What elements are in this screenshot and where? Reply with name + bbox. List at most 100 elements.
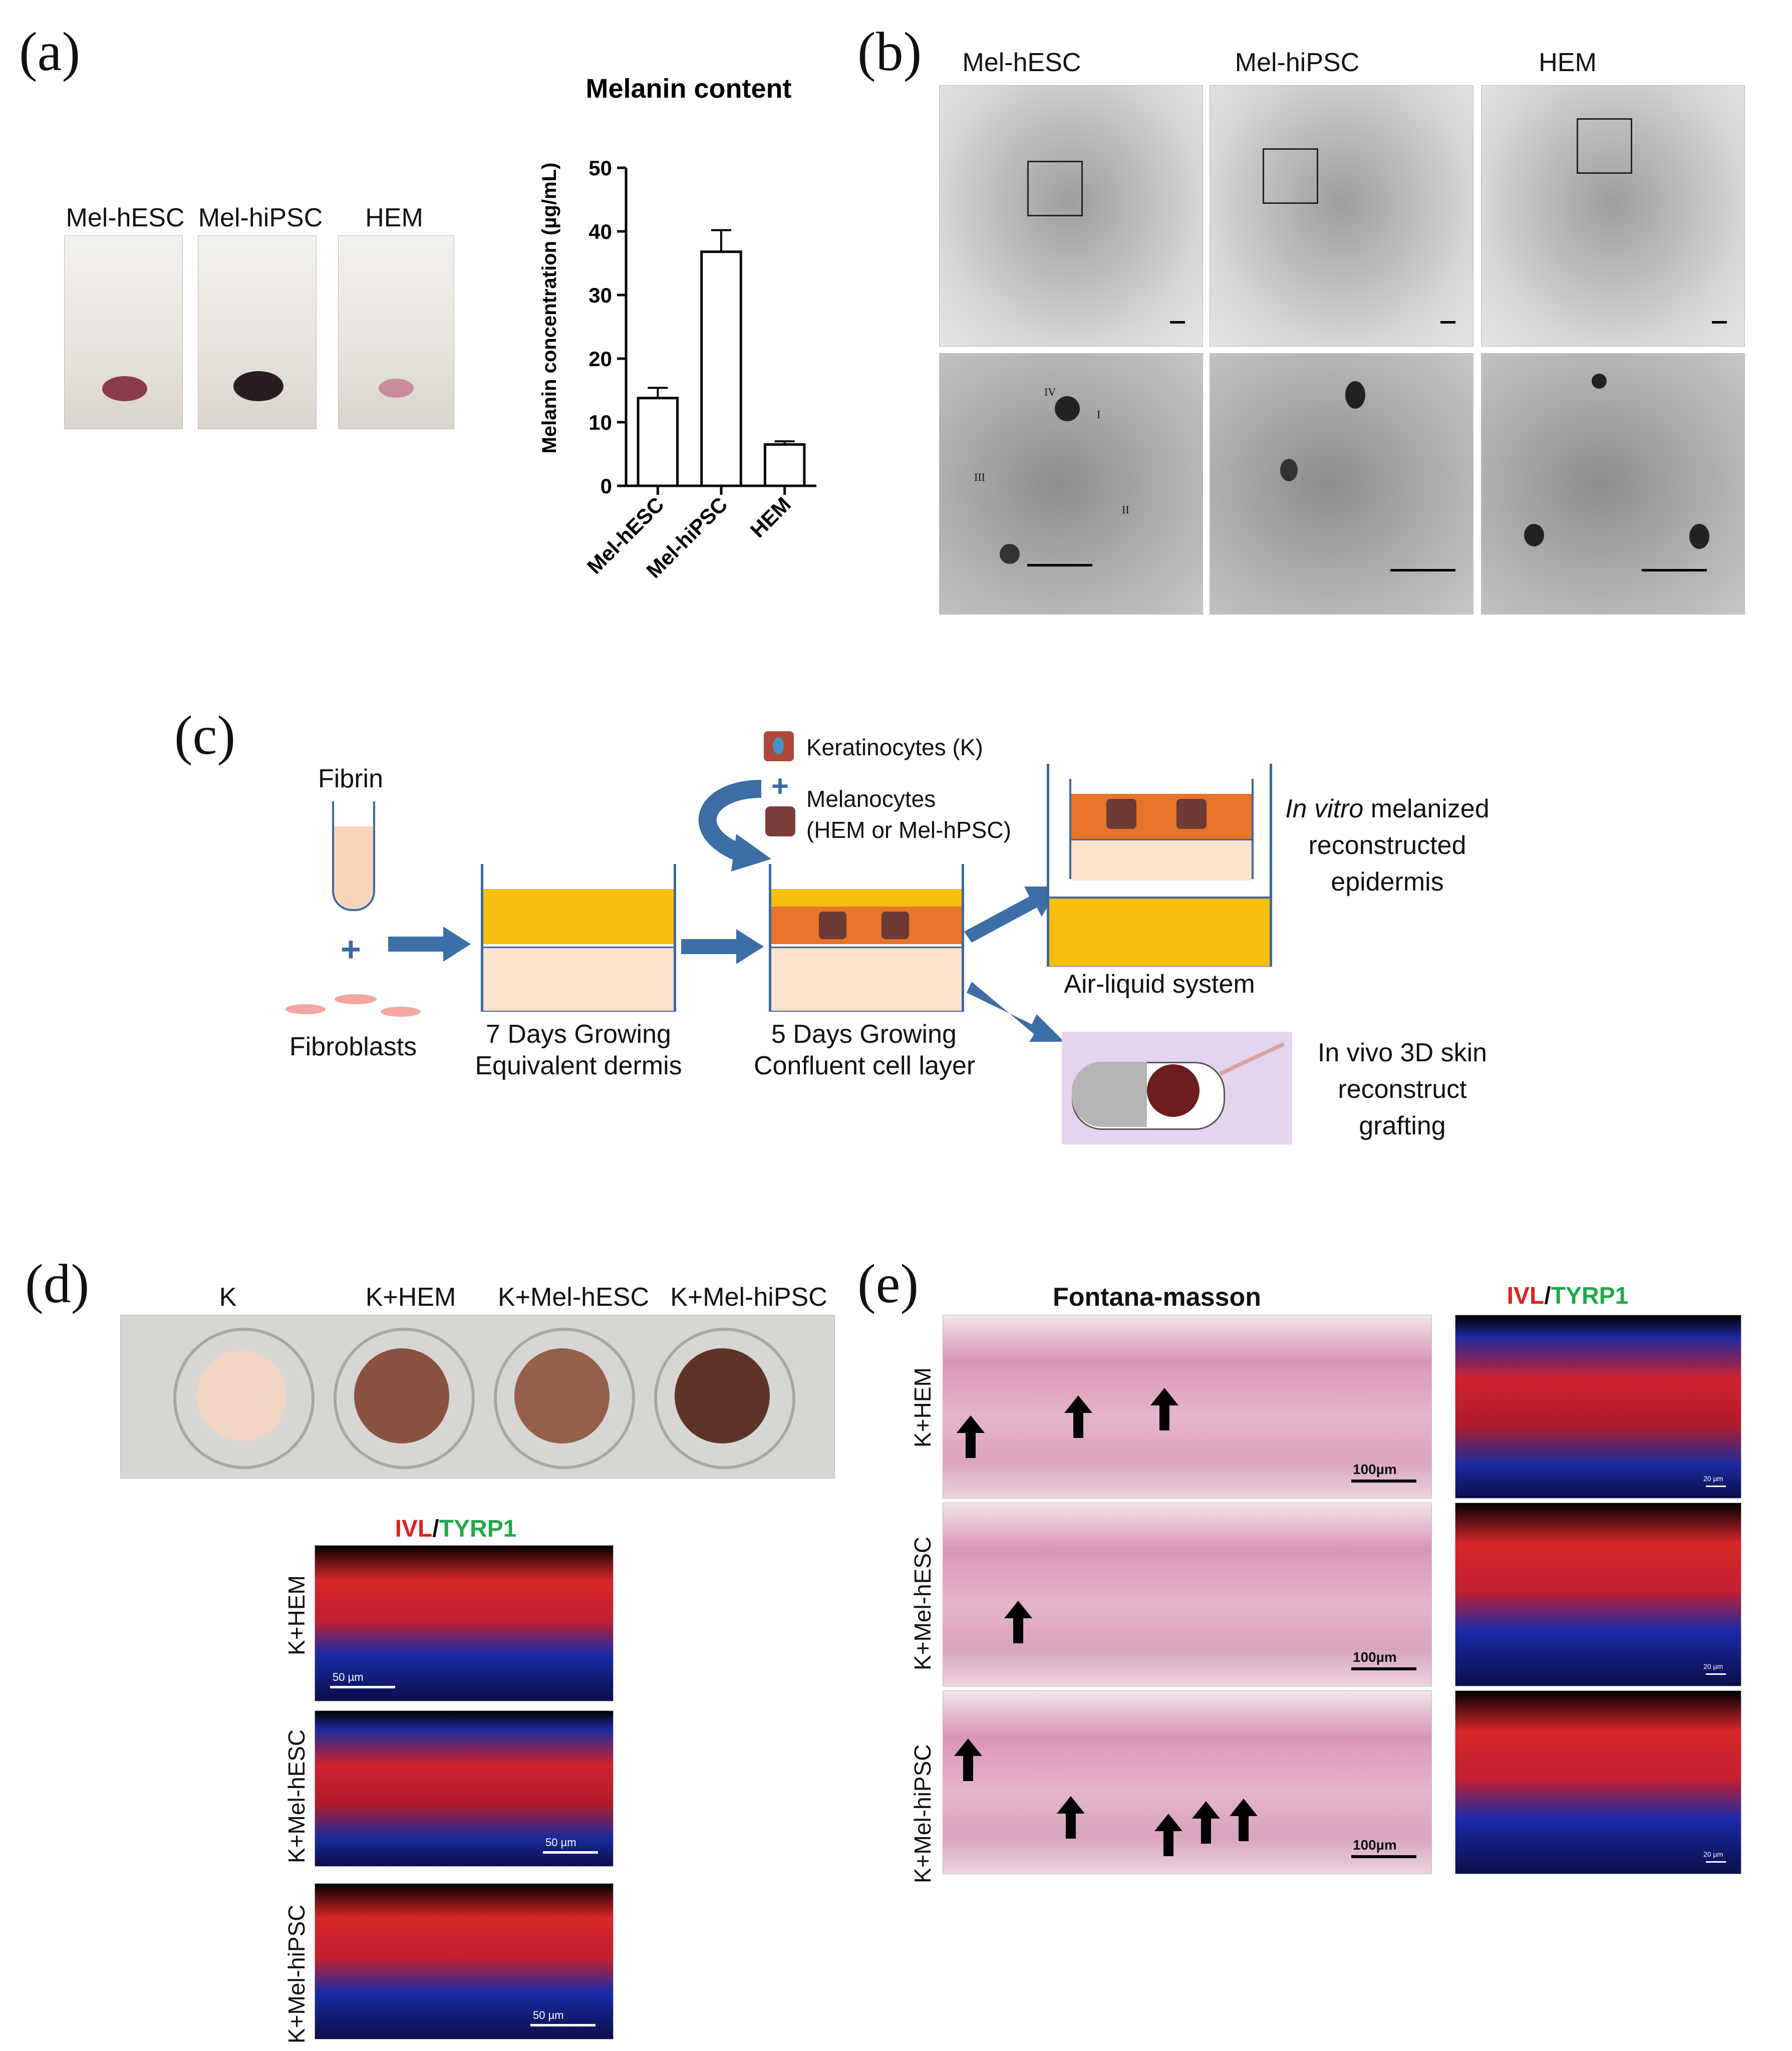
arrow-up-icon: [957, 1415, 985, 1458]
tem-col-label-hem: HEM: [1539, 48, 1597, 77]
arrow-up-icon: [1064, 1395, 1092, 1438]
y-tick-label: 0: [601, 474, 612, 498]
e-fluor-k-mel-hipsc: 20 µm: [1455, 1690, 1741, 1874]
bar-mel-hipsc: [700, 250, 742, 487]
confluent-well-icon: [769, 864, 964, 1012]
panel-label-c: (c): [174, 705, 236, 766]
d-fluor-k-mel-hesc: 50 µm: [315, 1710, 614, 1867]
tem-image-hem: [1481, 85, 1745, 347]
tube-photo-hem: [338, 235, 454, 429]
e-histo-k-mel-hipsc: 100µm: [943, 1690, 1432, 1874]
tube-label-mel-hipsc: Mel-hiPSC: [198, 203, 323, 232]
bar-hem: [763, 443, 806, 487]
to-invitro-arrow-icon: [964, 887, 1059, 943]
process-arrow-icon: [681, 929, 764, 964]
invitro-line3: epidermis: [1331, 867, 1444, 897]
seeding-curved-arrow-icon: [698, 780, 771, 871]
y-tick-label: 30: [588, 283, 612, 307]
fibroblasts-label: Fibroblasts: [289, 1032, 417, 1061]
well-label-k-mel-hipsc: K+Mel-hiPSC: [670, 1283, 827, 1312]
y-tick-label: 40: [588, 220, 612, 243]
e-histo-scalebar-label: 100µm: [1353, 1461, 1397, 1477]
invitro-italic: In vitro: [1285, 794, 1364, 823]
chart-title: Melanin content: [585, 74, 791, 104]
invitro-line2: reconstructed: [1308, 831, 1466, 860]
d-scalebar-label: 50 µm: [533, 2009, 564, 2021]
e-stain-tyrp1: TYRP1: [1551, 1283, 1629, 1309]
well-label-k: K: [219, 1283, 237, 1312]
d-stain-legend: IVL/TYRP1: [351, 1515, 561, 1543]
d-row-label-k-hem: K+HEM: [283, 1575, 310, 1655]
panel-label-a: (a): [19, 21, 81, 82]
e-row-label-k-mel-hipsc: K+Mel-hiPSC: [910, 1744, 936, 1883]
e-row-label-k-mel-hesc: K+Mel-hESC: [910, 1536, 936, 1670]
e-fluor-k-hem: 20 µm: [1455, 1315, 1741, 1499]
well-label-k-mel-hesc: K+Mel-hESC: [498, 1283, 649, 1312]
tube-photo-mel-hesc: [64, 235, 183, 429]
chart-bars: [637, 229, 806, 487]
stage-label-iii: III: [974, 471, 985, 483]
keratinocyte-cell-icon: [764, 731, 794, 761]
tem-zoom-mel-hipsc: [1210, 353, 1473, 615]
tem-zoom-hem: [1481, 353, 1745, 615]
fontana-masson-title: Fontana-masson: [1052, 1283, 1262, 1312]
e-fluor-scalebar-label: 20 µm: [1703, 1475, 1723, 1483]
arrow-up-icon: [1154, 1814, 1182, 1856]
panel-label-d: (d): [25, 1253, 90, 1314]
stage-label-ii: II: [1122, 503, 1129, 516]
melanocytes-label-line1: Melanocytes: [806, 786, 936, 812]
d-scalebar-label: 50 µm: [545, 1836, 576, 1849]
invitro-line1: In vitro melanized: [1275, 794, 1500, 824]
arrow-up-icon: [1150, 1388, 1178, 1430]
d-fluor-k-mel-hipsc: 50 µm: [315, 1883, 614, 2039]
e-stain-ivl: IVL: [1507, 1283, 1545, 1309]
tube-label-mel-hesc: Mel-hESC: [66, 203, 185, 232]
invitro-rest: melanized: [1363, 794, 1489, 823]
arrow-up-icon: [1057, 1796, 1085, 1839]
air-liquid-label: Air-liquid system: [1064, 970, 1255, 999]
reconstruct-wells-photo: [120, 1315, 835, 1479]
y-tick-label: 50: [588, 156, 612, 180]
y-tick-label: 10: [588, 411, 612, 434]
e-stain-sep: /: [1544, 1283, 1551, 1309]
tube-photo-mel-hipsc: [198, 235, 317, 429]
tem-col-label-mel-hipsc: Mel-hiPSC: [1235, 48, 1360, 77]
tem-zoom-mel-hesc: [939, 353, 1203, 615]
d-fluor-k-hem: 50 µm: [315, 1545, 614, 1701]
d-row-label-k-mel-hesc: K+Mel-hESC: [283, 1729, 310, 1863]
well-label-k-hem: K+HEM: [365, 1283, 456, 1312]
tube-label-hem: HEM: [365, 203, 423, 232]
to-invivo-arrow-icon: [967, 982, 1064, 1042]
e-histo-scalebar-label: 100µm: [1353, 1837, 1397, 1853]
d-stain-ivl: IVL: [395, 1516, 433, 1542]
keratinocytes-label: Keratinocytes (K): [806, 734, 983, 760]
arrow-up-icon: [1230, 1799, 1258, 1841]
invivo-line3: grafting: [1359, 1111, 1446, 1140]
e-histo-scalebar-label: 100µm: [1353, 1649, 1397, 1665]
e-histo-k-mel-hesc: 100µm: [943, 1503, 1432, 1686]
e-row-label-k-hem: K+HEM: [910, 1367, 936, 1447]
stage-label-i: I: [1097, 408, 1101, 421]
step2-line2: Confluent cell layer: [754, 1051, 976, 1080]
plus-icon-fibroblasts: +: [341, 930, 361, 969]
fibrin-tube-icon: [332, 801, 375, 911]
d-stain-tyrp1: TYRP1: [439, 1516, 517, 1542]
mouse-graft-icon: [1062, 1032, 1292, 1144]
panel-label-b: (b): [857, 21, 922, 82]
invivo-line2: reconstruct: [1338, 1075, 1467, 1104]
fibroblast-cells-icon: [285, 994, 421, 1017]
e-stain-legend: IVL/TYRP1: [1452, 1282, 1683, 1310]
e-fluor-k-mel-hesc: 20 µm: [1455, 1503, 1741, 1686]
step1-line1: 7 Days Growing: [486, 1020, 671, 1049]
step1-line2: Equivalent dermis: [475, 1051, 682, 1080]
invivo-line1: In vivo 3D skin: [1317, 1038, 1487, 1067]
melanocytes-label-line2: (HEM or Mel-hPSC): [806, 817, 1011, 843]
chart-y-axis-label: Melanin concentration (µg/mL): [538, 163, 560, 454]
x-tick-label: HEM: [746, 492, 795, 542]
stage-label-iv: IV: [1044, 386, 1056, 398]
d-row-label-k-mel-hipsc: K+Mel-hiPSC: [283, 1904, 310, 2043]
process-arrow-icon: [388, 927, 471, 962]
panel-label-e: (e): [857, 1253, 919, 1314]
d-scalebar-label: 50 µm: [333, 1671, 364, 1683]
